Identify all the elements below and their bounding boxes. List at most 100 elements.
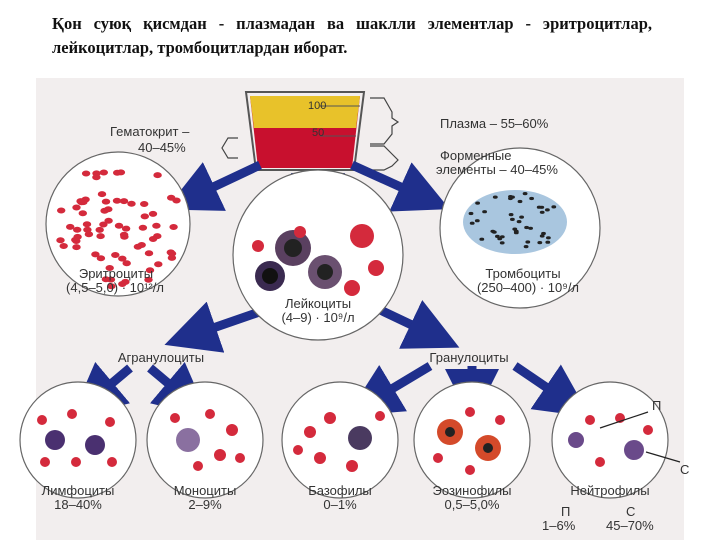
platelet-dot — [539, 210, 545, 214]
platelet-dot — [499, 241, 505, 245]
platelet-dot — [492, 195, 498, 199]
erythrocyte-cell — [72, 204, 81, 211]
erythrocyte-cell — [127, 200, 136, 207]
leukocytes-label: Лейкоциты — [284, 296, 352, 311]
neutrophils-segmented-header: С — [626, 504, 636, 519]
erythrocyte-cell — [112, 197, 122, 204]
plasma-label: Плазма – 55–60% — [440, 116, 549, 131]
platelet-dot — [513, 231, 519, 235]
erythrocytes-value: (4,5–5,0) · 10¹²/л — [66, 280, 164, 295]
lymphocytes-value: 18–40% — [54, 497, 102, 512]
beaker-mark-100: 100 — [308, 100, 327, 112]
platelet-dot — [537, 241, 543, 245]
platelet-dot — [517, 199, 523, 204]
platelet-dot — [491, 230, 497, 234]
basophils-circle — [281, 381, 399, 499]
platelet-dot — [524, 225, 529, 230]
erythrocyte-cell — [82, 221, 92, 228]
erythrocyte-cell — [73, 226, 82, 233]
lymphocytes-circle — [19, 381, 137, 499]
platelet-dot — [497, 237, 503, 241]
neutrophils-label: Нейтрофилы — [570, 483, 650, 498]
eosinophils-value: 0,5–5,0% — [444, 497, 500, 512]
platelet-dot — [523, 245, 529, 249]
erythrocyte-cell — [152, 222, 161, 229]
erythrocytes-label: Эритроциты — [78, 266, 154, 281]
erythrocyte-cell — [72, 244, 81, 251]
platelet-dot — [475, 201, 480, 205]
lymphocytes-label: Лимфоциты — [41, 483, 115, 498]
platelet-dot — [508, 213, 514, 217]
erythrocyte-cell — [111, 252, 120, 258]
formed-elements-line1: Форменные — [440, 148, 512, 163]
erythrocyte-cell — [101, 198, 111, 205]
platelet-dot — [519, 215, 524, 219]
erythrocyte-cell — [99, 169, 109, 176]
erythrocyte-cell — [100, 207, 109, 214]
erythrocyte-cell — [145, 267, 155, 274]
erythrocyte-cell — [59, 243, 68, 249]
monocytes-value: 2–9% — [188, 497, 222, 512]
platelet-dot — [479, 237, 485, 241]
platelet-dot — [482, 210, 487, 214]
beaker-mark-50: 50 — [312, 127, 325, 139]
basophils-label: Базофилы — [308, 483, 372, 498]
erythrocyte-cell — [91, 251, 100, 258]
caption-text: Қон суюқ қисмдан - плазмадан ва шаклли э… — [52, 14, 652, 57]
beaker — [244, 91, 366, 171]
erythrocyte-cell — [81, 170, 91, 177]
erythrocyte-cell — [121, 278, 130, 285]
erythrocyte-cell — [138, 224, 148, 231]
erythrocyte-cell — [104, 217, 113, 224]
erythrocyte-cell — [57, 207, 66, 214]
erythrocyte-cell — [167, 250, 177, 257]
erythrocyte-cell — [83, 226, 92, 233]
neutrophils-segmented-marker: С — [680, 462, 690, 477]
erythrocyte-cell — [144, 276, 153, 283]
leukocytes-value: (4–9) · 10⁹/л — [281, 310, 355, 325]
leukocytes-circle — [232, 169, 404, 341]
erythrocyte-cell — [167, 194, 176, 201]
monocytes-circle — [146, 381, 264, 499]
platelet-dot — [516, 220, 522, 224]
erythrocyte-cell — [73, 233, 82, 240]
erythrocyte-cell — [96, 255, 106, 262]
erythrocyte-cell — [122, 260, 131, 267]
plasma-bracket — [221, 97, 400, 171]
erythrocyte-cell — [148, 210, 158, 217]
hematocrit-label: Гематокрит – — [110, 124, 190, 139]
erythrocyte-cell — [167, 254, 177, 261]
neutrophils-band-marker: П — [652, 398, 662, 413]
platelet-dot — [528, 226, 533, 230]
thrombocytes-circle — [439, 147, 601, 309]
platelet-dot — [525, 240, 531, 244]
erythrocyte-cell — [96, 233, 105, 240]
erythrocyte-cell — [148, 236, 158, 242]
erythrocyte-cell — [140, 213, 149, 220]
platelet-dot — [536, 205, 542, 209]
erythrocyte-cell — [169, 224, 178, 230]
erythrocyte-cell — [154, 261, 163, 268]
platelet-dot — [545, 208, 550, 212]
erythrocyte-cell — [113, 169, 122, 176]
platelet-dot — [510, 217, 515, 221]
erythrocyte-cell — [84, 231, 94, 238]
erythrocyte-cell — [121, 225, 131, 232]
thrombocytes-label: Тромбоциты — [485, 266, 561, 281]
neutrophils-circle — [551, 381, 681, 499]
platelet-dot — [546, 236, 551, 240]
erythrocyte-cell — [133, 243, 143, 250]
eosinophils-circle — [413, 381, 531, 499]
erythrocyte-cell — [119, 198, 129, 205]
neutrophils-band-value: 1–6% — [542, 518, 576, 533]
basophils-value: 0–1% — [323, 497, 357, 512]
erythrocyte-cell — [107, 283, 116, 290]
platelet-dot — [522, 192, 528, 196]
platelet-dot — [539, 234, 545, 238]
erythrocyte-cell — [114, 222, 124, 229]
erythrocyte-cell — [78, 210, 88, 217]
platelet-dot — [468, 211, 474, 216]
erythrocyte-cell — [95, 226, 104, 233]
platelet-dot — [508, 195, 513, 199]
erythrocyte-cell — [56, 237, 65, 244]
